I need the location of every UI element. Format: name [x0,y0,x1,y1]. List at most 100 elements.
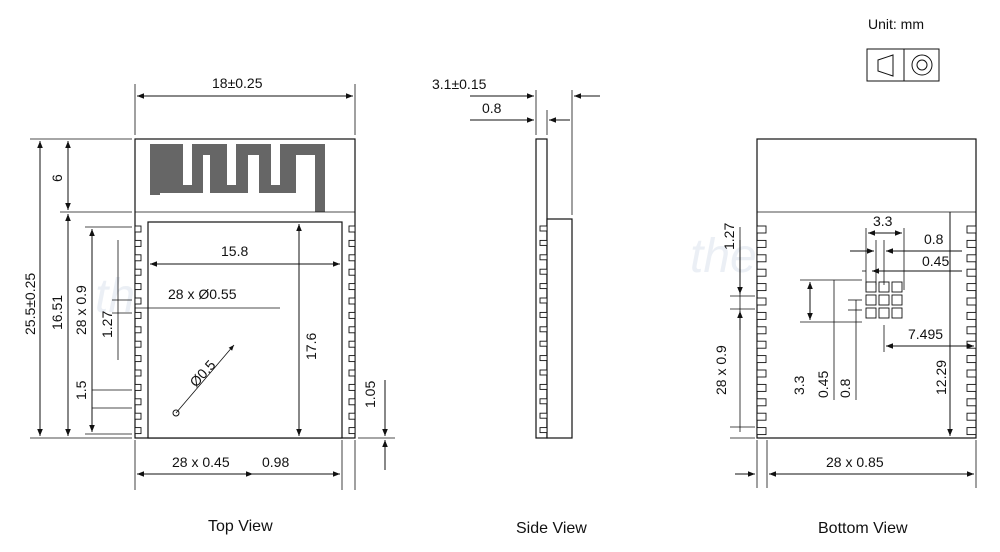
side-pad [539,268,548,275]
castellated-pad [348,398,356,406]
bottom-pad [756,283,767,292]
castellated-pad [134,383,142,391]
bottom-pad [756,326,767,335]
side-pad [539,326,548,333]
bottom-pad [966,239,977,248]
bottom-pad [756,239,767,248]
projection-symbol-icon [866,48,940,82]
dim-bottom-v045: 0.45 [815,371,831,398]
side-pad [539,355,548,362]
castellated-pad [348,254,356,262]
castellated-pad [134,369,142,377]
bottom-pad [966,355,977,364]
castellated-pad [348,383,356,391]
side-view: 3.1±0.15 0.8 [432,76,600,439]
bottom-pad [756,427,767,436]
dim-offset-x: 7.495 [908,326,943,342]
bottom-pad [966,412,977,421]
bottom-pad [966,297,977,306]
dim-pin-offset: 0.98 [262,454,289,470]
dim-bottom-v08: 0.8 [837,378,853,398]
mounting-hole [172,409,180,417]
side-pad [539,340,548,347]
side-shield [546,218,573,439]
dim-bottom-v33: 3.3 [791,375,807,395]
bottom-pad [756,383,767,392]
bottom-pad [966,254,977,263]
top-view: Ø0.5 18±0.25 25.5±0.25 6 16.51 28 x 0.9 … [22,75,395,490]
thermal-pad [891,281,903,293]
bottom-pad [756,369,767,378]
dim-height: 25.5±0.25 [22,273,38,335]
castellated-pad [134,326,142,334]
bottom-pad [756,340,767,349]
dim-holes: 28 x Ø0.55 [168,286,237,302]
bottom-pad [966,283,977,292]
dim-offset-y: 12.29 [933,360,949,395]
dim-pad-w: 3.3 [873,213,893,229]
dim-antenna: 6 [49,174,65,182]
bottom-pad [966,369,977,378]
bottom-pad [756,311,767,320]
dim-pins-h: 28 x 0.45 [172,454,230,470]
bottom-pad [966,268,977,277]
dim-bottom-pins-h: 28 x 0.85 [826,454,884,470]
bottom-pad [756,297,767,306]
bottom-pad [966,225,977,234]
bottom-pad [756,225,767,234]
side-pad [539,383,548,390]
castellated-pad [348,239,356,247]
castellated-pad [348,326,356,334]
dim-pin-edge: 1.05 [362,381,378,408]
dim-pitch: 1.27 [99,311,115,338]
castellated-pad [134,268,142,276]
castellated-pad [348,355,356,363]
castellated-pad [348,427,356,435]
dim-bottom-pitch: 1.27 [721,223,737,250]
thermal-pad [891,307,903,319]
dim-shield-w: 15.8 [221,243,248,259]
dim-total-thickness: 3.1±0.15 [432,76,487,92]
side-pad [539,398,548,405]
side-pad [539,369,548,376]
thermal-pad [865,307,877,319]
bottom-pad [756,268,767,277]
dim-width: 18±0.25 [212,75,263,91]
castellated-pad [134,340,142,348]
castellated-pad [134,355,142,363]
bottom-pad [966,340,977,349]
bottom-pad [756,254,767,263]
dim-pad-gap: 0.8 [924,231,944,247]
dim-shield-inner-h: 17.6 [303,333,319,360]
castellated-pad [134,412,142,420]
side-pad [539,254,548,261]
castellated-pad [134,297,142,305]
shield-outline [147,221,343,439]
unit-label: Unit: mm [868,16,924,32]
castellated-pad [134,225,142,233]
caption-top-view: Top View [208,518,273,535]
bottom-pad [756,355,767,364]
bottom-pad [966,383,977,392]
bottom-pad [966,326,977,335]
castellated-pad [134,254,142,262]
dim-pad-size: 0.45 [922,253,949,269]
castellated-pad [348,268,356,276]
castellated-pad [348,297,356,305]
thermal-pad [865,294,877,306]
bottom-pad [966,427,977,436]
caption-bottom-view: Bottom View [818,520,908,537]
side-pad [539,225,548,232]
side-pad [539,297,548,304]
bottom-view: 3.3 0.8 0.45 7.495 12.29 1.27 28 x 0.9 3… [713,138,977,488]
dim-bottom-margin: 1.5 [73,380,89,400]
bottom-pad [756,398,767,407]
castellated-pad [348,412,356,420]
dim-pcb-thickness: 0.8 [482,100,502,116]
dim-pins-v: 28 x 0.9 [73,285,89,335]
side-pad [539,283,548,290]
thermal-pad [891,294,903,306]
dim-bottom-pins-v: 28 x 0.9 [713,345,729,395]
side-pad [539,239,548,246]
